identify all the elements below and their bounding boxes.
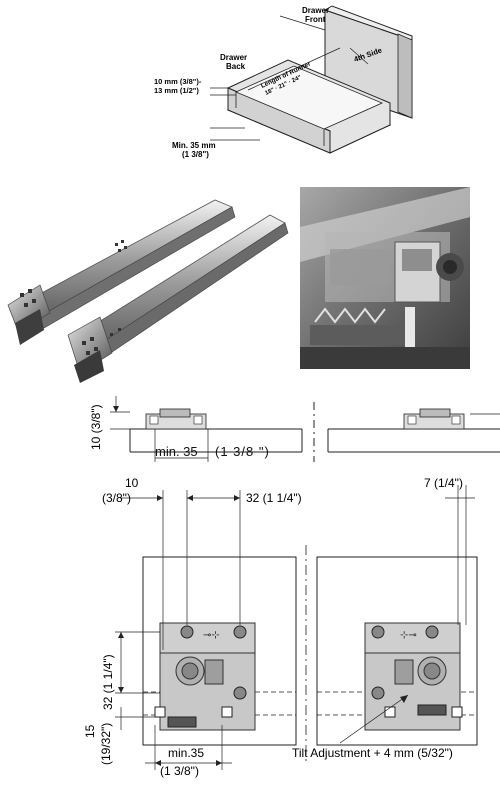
drawer-isometric-svg: Drawer Front Drawer Back 4th Side Length…: [154, 5, 413, 159]
drawer-back-label-1: Drawer: [220, 53, 247, 62]
drawer-isometric-diagram: Drawer Front Drawer Back 4th Side Length…: [150, 0, 420, 170]
min-bottom-label-2: (1 3/8"): [160, 764, 199, 778]
front-view-svg: ⊸⊹ ⊹⊸: [83, 476, 478, 778]
section-view-svg: 10 (3/8"): [89, 396, 500, 462]
left-spacing-label-2: (3/8"): [102, 491, 131, 505]
runner-photo-svg: [7, 199, 289, 383]
drawer-front-label-2: Front: [305, 15, 326, 24]
section-min-inch-label: (1 3/8 "): [215, 444, 270, 459]
left-locking-device: ⊸⊹: [154, 622, 256, 731]
locking-device-closeup-photo: [300, 187, 470, 369]
section-view-diagram: 10 (3/8") min. 35 (1 3/8 "): [80, 392, 500, 462]
closeup-photo-svg: [300, 187, 470, 369]
side-thickness-label-2: 13 mm (1/2"): [154, 86, 199, 95]
section-height-label: 10 (3/8"): [89, 404, 103, 450]
vertical-32-label: 32 (1 1/4"): [101, 654, 115, 710]
svg-text:⊹⊸: ⊹⊸: [400, 630, 417, 641]
tilt-adjustment-label: Tilt Adjustment + 4 mm (5/32"): [292, 746, 453, 760]
drawer-runner-photo: [0, 185, 290, 385]
drawer-back-label-2: Back: [226, 62, 246, 71]
drawer-front-label-1: Drawer: [302, 6, 329, 15]
hole-spacing-label: 32 (1 1/4"): [246, 491, 302, 505]
side-thickness-label-1: 10 mm (3/8")-: [154, 77, 202, 86]
min-height-label-2: (1 3/8"): [182, 150, 209, 159]
section-min-label: min. 35: [155, 444, 198, 459]
height-15-label-2: (19/32"): [99, 723, 113, 765]
min-height-label-1: Min. 35 mm: [172, 141, 216, 150]
height-15-label-1: 15: [83, 724, 97, 738]
min-bottom-label-1: min.35: [168, 746, 204, 760]
svg-text:⊸⊹: ⊸⊹: [203, 630, 220, 641]
right-locking-device: ⊹⊸: [364, 622, 463, 731]
front-view-diagram: ⊸⊹ ⊹⊸: [0, 475, 500, 780]
left-spacing-label-1: 10: [125, 476, 139, 490]
right-spacing-label: 7 (1/4"): [424, 476, 463, 490]
